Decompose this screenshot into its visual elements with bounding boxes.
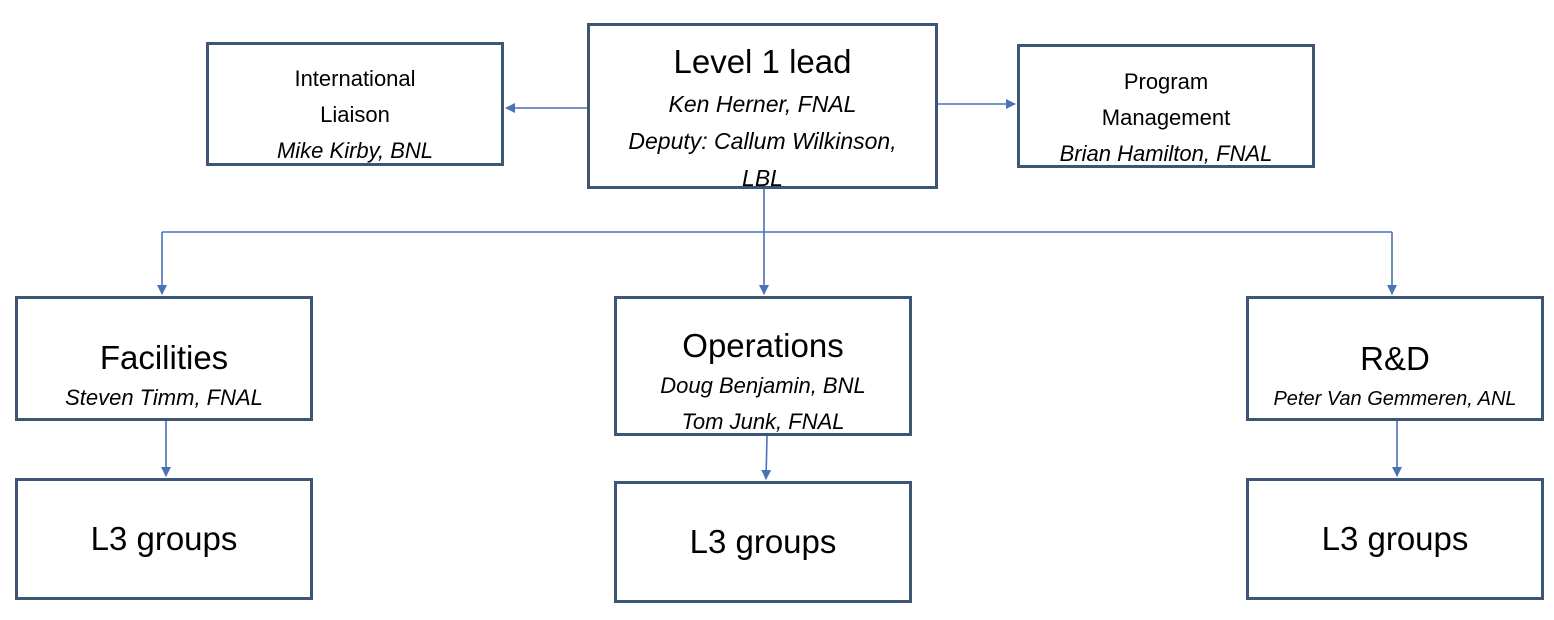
facilities-title: Facilities <box>99 339 229 376</box>
international-title-line1: International <box>294 66 416 91</box>
facilities-box: Facilities Steven Timm, FNAL <box>15 296 313 421</box>
program-management-box: Program Management Brian Hamilton, FNAL <box>1017 44 1315 168</box>
rnd-title: R&D <box>1360 340 1430 377</box>
l3-groups-facilities-label: L3 groups <box>90 520 238 557</box>
international-liaison-box: International Liaison Mike Kirby, BNL <box>206 42 504 166</box>
l3-groups-operations-label: L3 groups <box>689 523 837 560</box>
l3-groups-rnd-label: L3 groups <box>1321 520 1469 557</box>
level1-lead-name: Ken Herner, FNAL <box>668 91 857 117</box>
l3-groups-facilities-box: L3 groups <box>15 478 313 600</box>
rnd-person: Peter Van Gemmeren, ANL <box>1273 388 1517 410</box>
level1-lead-box: Level 1 lead Ken Herner, FNAL Deputy: Ca… <box>587 23 938 191</box>
international-person: Mike Kirby, BNL <box>276 138 434 163</box>
operations-title: Operations <box>682 327 844 364</box>
international-title-line2: Liaison <box>320 102 390 127</box>
l3-groups-operations-box: L3 groups <box>614 481 912 603</box>
level1-title: Level 1 lead <box>673 43 852 80</box>
program-person: Brian Hamilton, FNAL <box>1059 141 1273 166</box>
operations-box: Operations Doug Benjamin, BNL Tom Junk, … <box>614 296 912 436</box>
level1-deputy-line2: LBL <box>742 165 783 191</box>
program-title-line1: Program <box>1123 69 1209 94</box>
program-title-line2: Management <box>1101 105 1231 130</box>
operations-person1: Doug Benjamin, BNL <box>660 373 866 398</box>
operations-person2: Tom Junk, FNAL <box>681 409 845 434</box>
facilities-person: Steven Timm, FNAL <box>65 385 263 410</box>
arrow-to-l3-operations <box>761 435 772 480</box>
l3-groups-rnd-box: L3 groups <box>1246 478 1544 600</box>
rnd-box: R&D Peter Van Gemmeren, ANL <box>1246 296 1544 421</box>
level1-deputy-line1: Deputy: Callum Wilkinson, <box>628 128 897 154</box>
